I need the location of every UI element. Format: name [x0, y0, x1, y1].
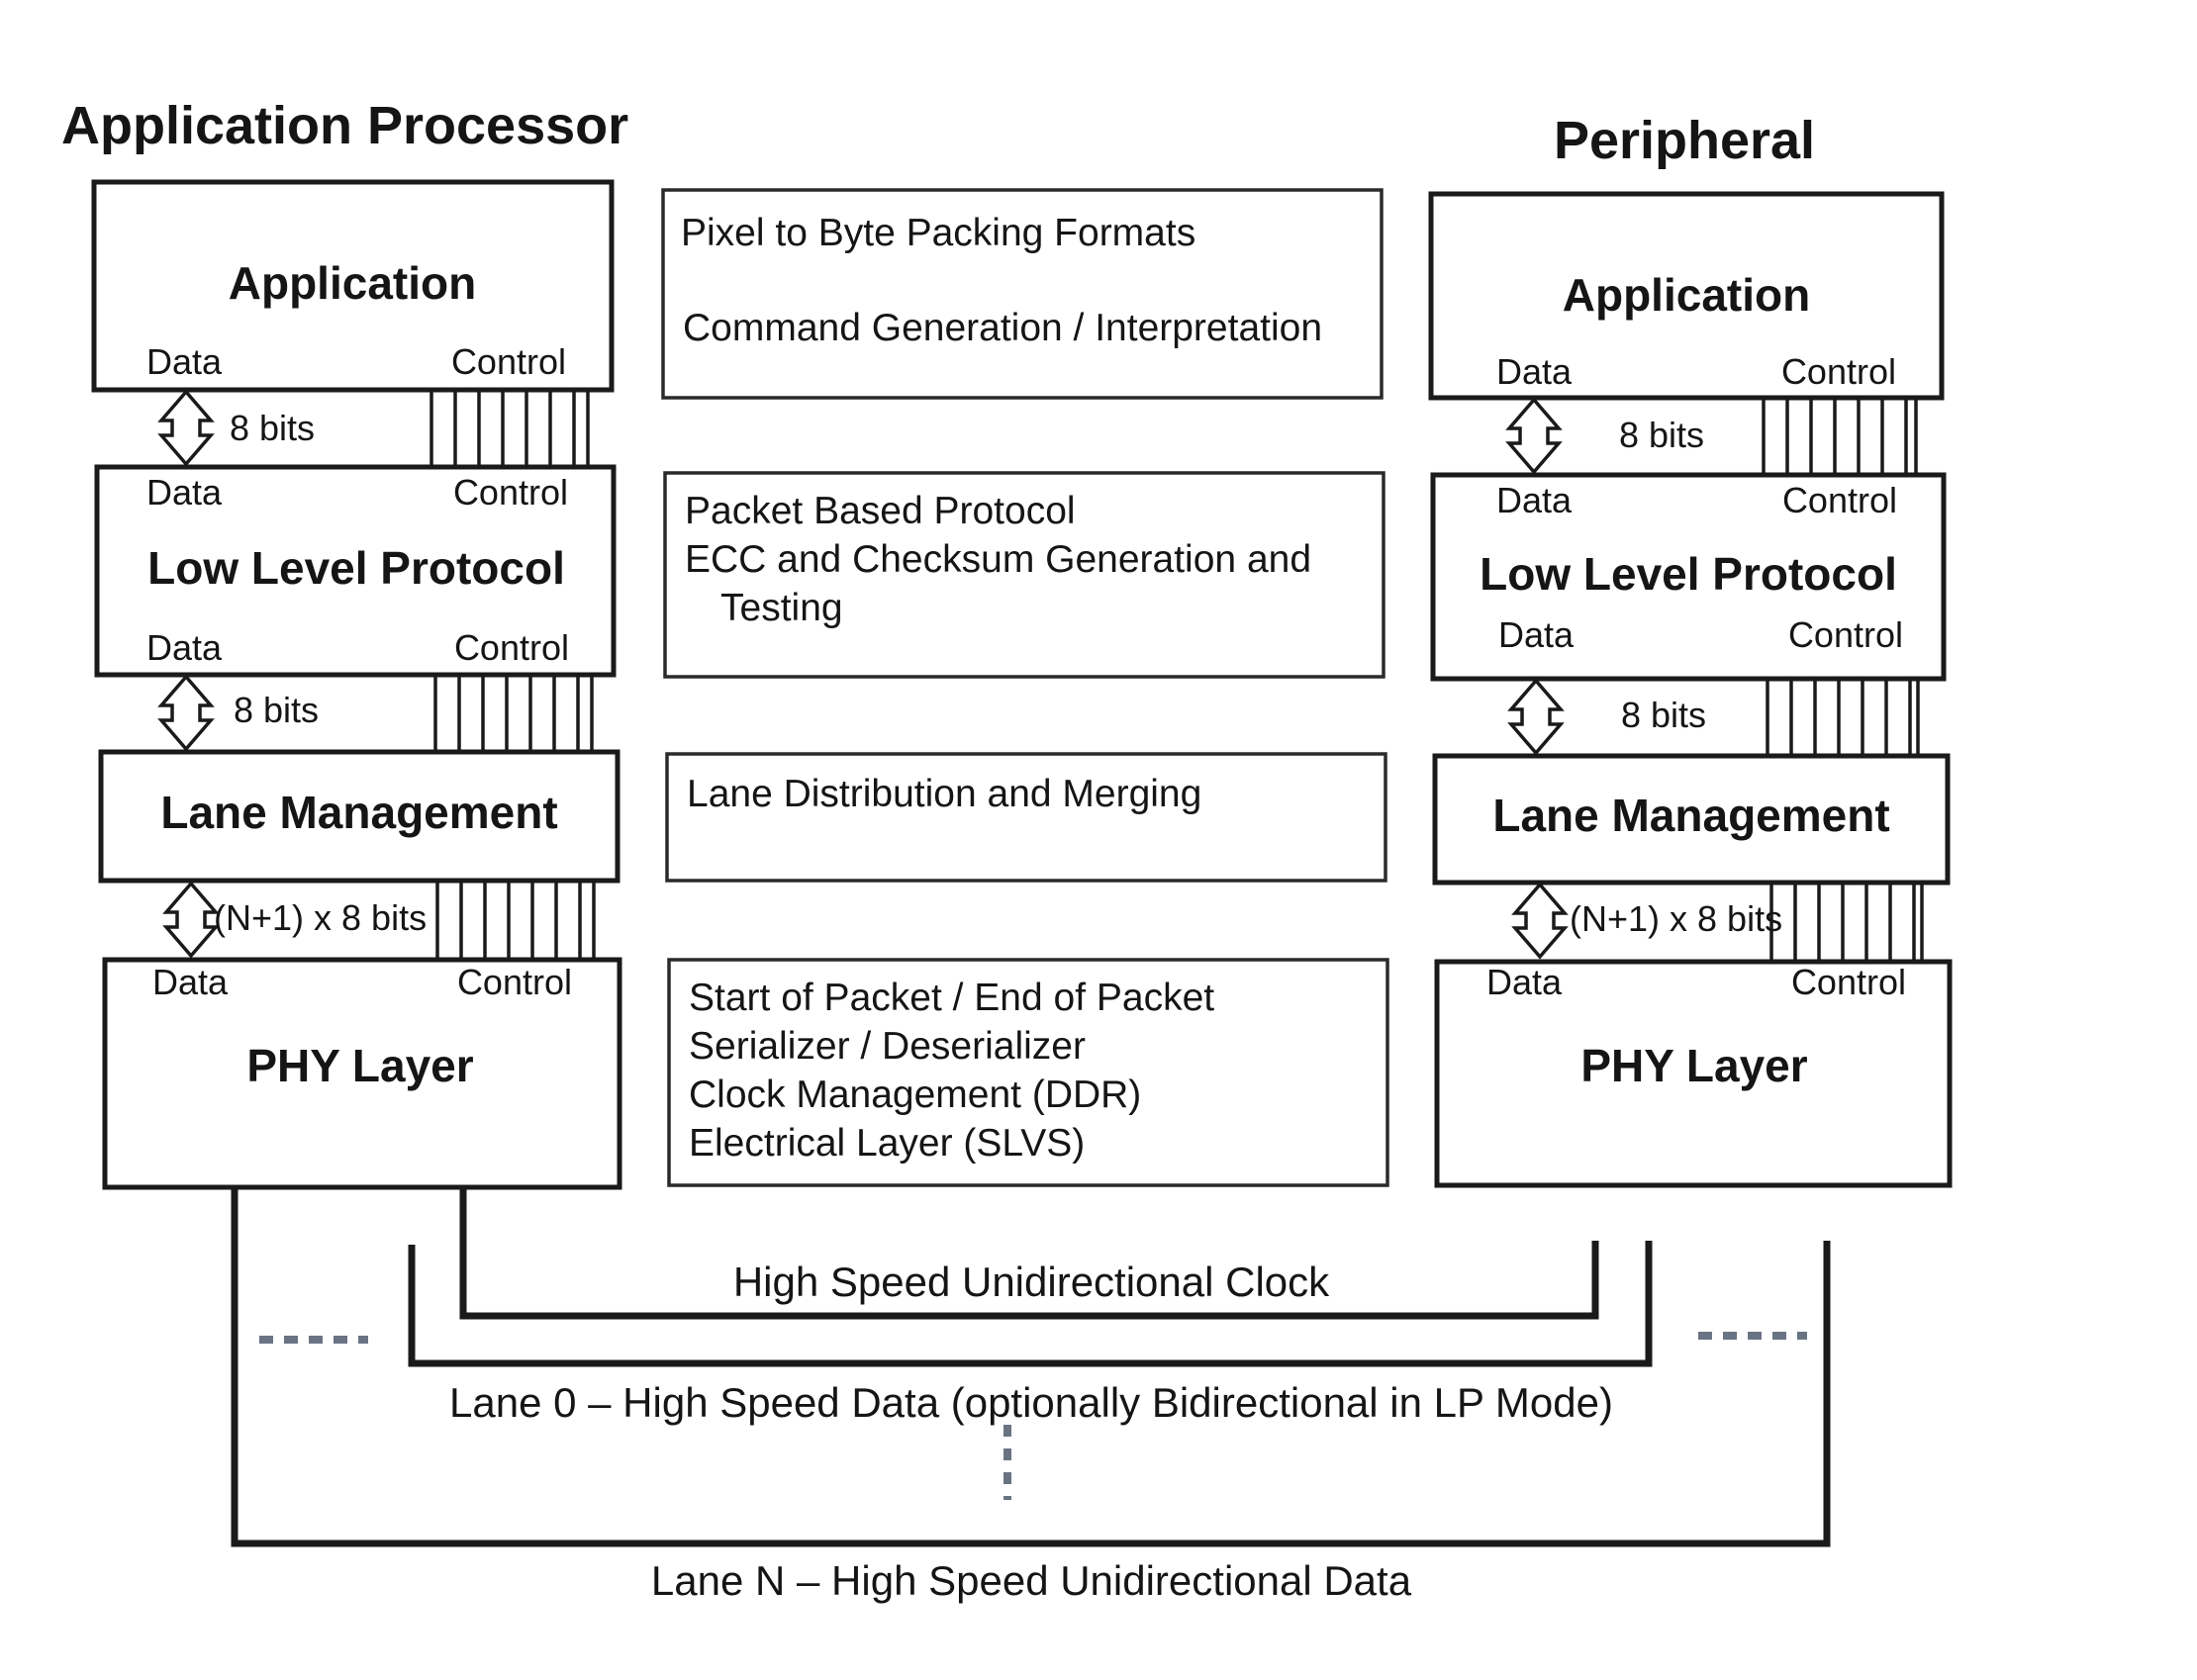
left-llp-box — [94, 464, 617, 678]
right-llp-control-top-label: Control — [1782, 480, 1897, 520]
clock-link-line — [459, 1187, 1599, 1320]
left-bus2-width: 8 bits — [234, 690, 319, 730]
left-stack-heading: Application Processor — [61, 96, 628, 155]
left-stack: Application Processor Application Data C… — [61, 96, 628, 1190]
right-application-data-label: Data — [1496, 351, 1573, 392]
right-llp-title: Low Level Protocol — [1480, 548, 1897, 600]
left-bus1-arrow-icon — [157, 389, 215, 467]
phy-links: High Speed Unidirectional Clock Lane 0 –… — [231, 1187, 1831, 1604]
left-phy-box — [102, 957, 622, 1190]
llp-description-line: ECC and Checksum Generation and — [685, 538, 1311, 581]
left-bus1-control-lines — [430, 392, 590, 467]
phy-description-line: Serializer / Deserializer — [689, 1025, 1086, 1068]
right-lane-mgmt-box — [1432, 753, 1951, 886]
left-lane-mgmt-title: Lane Management — [160, 787, 557, 838]
left-phy-data-label: Data — [152, 962, 229, 1002]
lane0-link-label: Lane 0 – High Speed Data (optionally Bid… — [449, 1379, 1613, 1426]
right-application-control-label: Control — [1781, 351, 1896, 392]
left-bus3-control-lines — [435, 883, 596, 960]
right-application-box — [1428, 191, 1945, 401]
right-application-title: Application — [1563, 269, 1810, 321]
left-llp-control-bottom-label: Control — [454, 627, 569, 668]
right-bus1-width: 8 bits — [1619, 415, 1704, 455]
right-bus1-control-lines — [1762, 400, 1918, 475]
lane0-link-line — [408, 1241, 1653, 1367]
right-phy-box — [1434, 959, 1953, 1188]
left-llp-title: Low Level Protocol — [147, 542, 565, 594]
phy-description-line: Clock Management (DDR) — [689, 1073, 1141, 1116]
left-application-title: Application — [229, 257, 476, 309]
description-column: Pixel to Byte Packing Formats Command Ge… — [661, 188, 1389, 1187]
lane-mgmt-description-line: Lane Distribution and Merging — [687, 773, 1201, 815]
right-bus3-arrow-icon — [1511, 882, 1569, 960]
llp-description-line: Packet Based Protocol — [685, 490, 1076, 532]
right-phy-data-label: Data — [1486, 962, 1563, 1002]
right-lane-mgmt-title: Lane Management — [1492, 790, 1889, 841]
right-llp-box — [1430, 472, 1947, 682]
right-bus2-arrow-icon — [1507, 678, 1565, 756]
phy-description-line: Electrical Layer (SLVS) — [689, 1122, 1085, 1165]
application-description-line: Pixel to Byte Packing Formats — [681, 212, 1195, 254]
llp-description-line: Testing — [720, 587, 843, 629]
left-lane-mgmt-box — [98, 749, 621, 884]
right-bus3-control-lines — [1769, 885, 1924, 962]
left-application-control-label: Control — [451, 341, 566, 382]
right-bus2-control-lines — [1766, 681, 1920, 756]
left-bus2-arrow-icon — [157, 674, 215, 752]
right-llp-control-bottom-label: Control — [1788, 614, 1903, 655]
llp-description-box — [663, 471, 1385, 679]
right-phy-control-label: Control — [1791, 962, 1906, 1002]
left-application-box — [91, 179, 615, 393]
right-bus1-arrow-icon — [1505, 397, 1563, 475]
left-bus1-width: 8 bits — [230, 408, 315, 448]
laneN-link-label: Lane N – High Speed Unidirectional Data — [651, 1557, 1412, 1604]
left-application-data-label: Data — [146, 341, 223, 382]
left-llp-data-top-label: Data — [146, 472, 223, 513]
lane-mgmt-description-box — [665, 752, 1387, 883]
phy-description-line: Start of Packet / End of Packet — [689, 977, 1214, 1019]
application-description-line: Command Generation / Interpretation — [683, 307, 1322, 349]
right-llp-data-bottom-label: Data — [1498, 614, 1575, 655]
left-phy-control-label: Control — [457, 962, 572, 1002]
right-stack: Peripheral Application Data Control 8 bi… — [1428, 111, 1953, 1188]
left-bus2-control-lines — [433, 677, 594, 752]
phy-description-box — [667, 958, 1389, 1187]
left-bus3-width: (N+1) x 8 bits — [214, 897, 427, 938]
application-description-box — [661, 188, 1384, 400]
left-llp-data-bottom-label: Data — [146, 627, 223, 668]
left-llp-control-top-label: Control — [453, 472, 568, 513]
right-phy-title: PHY Layer — [1580, 1040, 1807, 1091]
right-llp-data-top-label: Data — [1496, 480, 1573, 520]
right-bus3-width: (N+1) x 8 bits — [1570, 898, 1782, 939]
left-bus3-arrow-icon — [162, 881, 220, 959]
laneN-link-line — [231, 1187, 1831, 1547]
right-bus2-width: 8 bits — [1621, 695, 1706, 735]
left-phy-title: PHY Layer — [246, 1040, 473, 1091]
right-stack-heading: Peripheral — [1554, 111, 1815, 170]
clock-link-label: High Speed Unidirectional Clock — [733, 1259, 1330, 1305]
